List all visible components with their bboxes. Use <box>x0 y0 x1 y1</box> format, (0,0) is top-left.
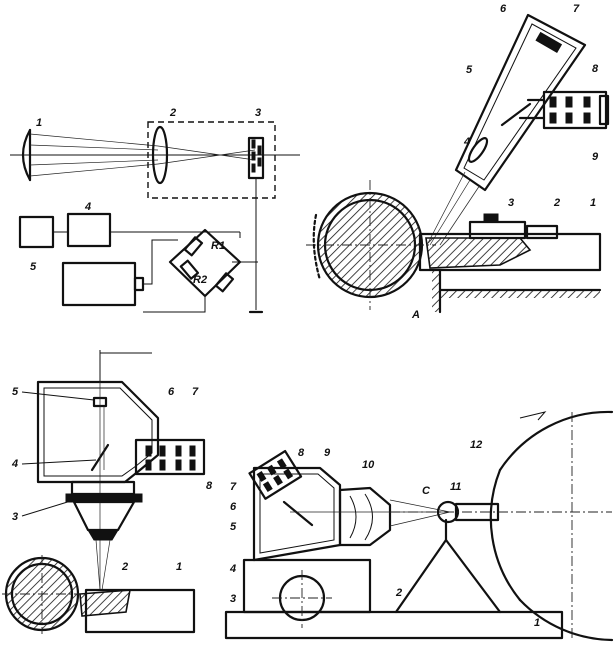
fig-b-mirror-5 <box>500 102 532 127</box>
fig-c-label-2: 2 <box>121 561 128 573</box>
fig-d-label-2: 2 <box>395 587 402 599</box>
fig-c-label-4: 4 <box>11 458 18 470</box>
fig-d-label-C: C <box>422 485 431 497</box>
figure-c-vertical-microscope: 5 6 7 4 8 3 2 1 <box>2 350 213 634</box>
fig-a-label-1: 1 <box>36 117 42 129</box>
fig-b-tube-outer <box>454 13 587 192</box>
fig-d-label-12: 12 <box>470 439 482 451</box>
fig-d-eyepiece-8 <box>248 449 303 500</box>
fig-a-label-5: 5 <box>30 261 37 273</box>
fig-a-block-4 <box>66 212 112 248</box>
fig-d-label-11: 11 <box>450 481 461 493</box>
fig-d-label-4: 4 <box>229 563 236 575</box>
fig-d-label-9: 9 <box>324 447 331 459</box>
fig-b-label-6: 6 <box>500 3 507 15</box>
fig-c-label-7: 7 <box>192 386 199 398</box>
fig-d-label-3: 3 <box>230 593 236 605</box>
fig-b-label-9: 9 <box>592 151 599 163</box>
fig-b-label-7: 7 <box>573 3 580 15</box>
fig-d-arc-12 <box>498 410 614 472</box>
fig-d-mirror-9 <box>282 500 314 527</box>
fig-c-label-5: 5 <box>12 386 19 398</box>
fig-b-label-5: 5 <box>466 64 473 76</box>
fig-b-label-2: 2 <box>553 197 560 209</box>
fig-d-label-8: 8 <box>298 447 305 459</box>
fig-d-objective-10 <box>338 486 392 547</box>
fig-c-objective-3 <box>70 480 136 496</box>
fig-b-label-8: 8 <box>592 63 599 75</box>
fig-b-part-2 <box>525 224 559 240</box>
fig-a-motor-block <box>61 261 137 307</box>
fig-d-label-7: 7 <box>230 481 237 493</box>
figure-b-tilted-microscope: 6 7 5 8 4 9 3 2 1 A <box>306 3 610 321</box>
fig-b-eyepiece-8 <box>542 90 610 130</box>
fig-b-label-A: A <box>411 309 420 321</box>
fig-d-base-1 <box>224 610 564 640</box>
fig-b-support <box>425 237 532 269</box>
fig-d-label-6: 6 <box>230 501 237 513</box>
fig-b-label-3: 3 <box>508 197 514 209</box>
fig-c-label-6: 6 <box>168 386 175 398</box>
fig-d-label-5: 5 <box>230 521 237 533</box>
fig-a-lens-2 <box>151 125 169 185</box>
fig-c-objective-cone <box>72 500 136 532</box>
fig-a-dashed-housing <box>147 121 276 199</box>
fig-d-pedestal-4 <box>242 558 372 614</box>
fig-a-detector-3 <box>247 136 265 180</box>
fig-a-label-2: 2 <box>169 107 176 119</box>
fig-a-block-5 <box>18 215 55 249</box>
fig-b-label-4: 4 <box>463 136 470 148</box>
fig-b-carriage-3 <box>468 220 527 240</box>
fig-d-tripod-2 <box>394 538 502 614</box>
fig-c-part-2 <box>79 589 131 617</box>
fig-a-label-r1: R1 <box>211 240 225 252</box>
fig-c-label-1: 1 <box>176 561 182 573</box>
fig-c-label-8: 8 <box>206 480 213 492</box>
fig-a-label-3: 3 <box>255 107 261 119</box>
fig-a-label-4: 4 <box>84 201 91 213</box>
figure-d-projection-stand: 8 9 10 7 6 5 4 3 2 1 C 11 12 <box>224 410 614 642</box>
fig-c-label-3: 3 <box>12 511 18 523</box>
fig-a-label-r2: R2 <box>193 274 207 286</box>
fig-a-bridge <box>168 228 242 298</box>
fig-c-eyepiece-6-7 <box>134 438 206 476</box>
figure-a-optical-scheme: 1 2 3 4 5 R1 R2 <box>10 107 300 314</box>
fig-b-element-7 <box>535 31 563 54</box>
fig-b-table-1 <box>418 232 602 272</box>
fig-d-label-1: 1 <box>534 617 540 629</box>
fig-b-label-1: 1 <box>590 197 596 209</box>
fig-b-lens-4 <box>467 137 489 163</box>
fig-d-label-10: 10 <box>362 459 375 471</box>
